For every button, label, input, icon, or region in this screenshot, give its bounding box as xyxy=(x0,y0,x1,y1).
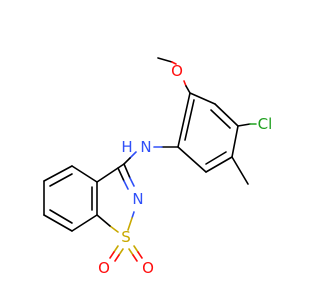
bond-ring-3 xyxy=(231,125,239,158)
bond-o-ring xyxy=(183,80,187,87)
bond-ring-2 xyxy=(214,103,239,127)
bond-nh-c3-colored xyxy=(129,151,137,159)
bond-c-methyl xyxy=(231,156,249,185)
bond-n-s xyxy=(127,217,133,231)
bond-benz-2-inner xyxy=(49,173,73,187)
atom-labels: O Cl N H N S O O xyxy=(98,62,272,277)
bond-c3-n-inner xyxy=(117,167,125,182)
bond-nh-c3 xyxy=(123,157,131,165)
bond-s-c7a-colored xyxy=(109,225,119,233)
bond-ring-2-inner xyxy=(210,109,231,129)
bond-ring-6-inner xyxy=(184,99,195,141)
bond-methyl-o xyxy=(157,57,173,63)
bond-s-c7a xyxy=(96,214,111,227)
bond-ring-4 xyxy=(205,156,233,173)
bond-s-o2-b xyxy=(128,248,134,256)
atom-o-sulfonyl-right: O xyxy=(142,259,154,277)
molecule-structure: O Cl N H N S O O xyxy=(43,57,272,277)
bond-c3-n-inner-colored xyxy=(123,180,129,190)
bond-ring-6 xyxy=(177,92,191,148)
bond-s-o2-a-colored xyxy=(137,251,143,259)
atom-n-amine: N xyxy=(140,138,151,156)
bond-s-o2-b-colored xyxy=(132,254,138,262)
atom-n-ring: N xyxy=(132,190,143,208)
bond-ring-5 xyxy=(177,146,207,173)
bond-c3a-c3 xyxy=(96,163,125,183)
bond-s-o1-a xyxy=(113,245,119,253)
bond-benz-1 xyxy=(71,165,98,183)
atom-h-amine: H xyxy=(121,138,132,156)
bond-s-o2-a xyxy=(133,245,139,253)
bond-s-o1-b-colored xyxy=(114,254,120,262)
bond-c-cl xyxy=(237,123,251,127)
bond-o-ring-c xyxy=(185,85,191,94)
bond-s-o1-b xyxy=(118,248,124,256)
molecule-canvas: O Cl N H N S O O xyxy=(43,57,272,277)
atom-o-methoxy: O xyxy=(171,62,183,80)
atom-o-sulfonyl-left: O xyxy=(98,259,110,277)
bond-benz-5 xyxy=(71,214,98,232)
bond-ring-4-inner xyxy=(205,151,227,165)
bond-c3-n xyxy=(123,163,131,179)
bond-benz-4-inner xyxy=(49,209,73,224)
atom-chlorine: Cl xyxy=(258,115,273,133)
atom-sulfur: S xyxy=(121,228,131,246)
bond-ring-1 xyxy=(189,92,216,105)
bonds xyxy=(43,57,257,262)
bond-methyl-o-colored xyxy=(171,61,177,65)
bond-benz-4 xyxy=(43,214,73,232)
bond-c3-n-colored xyxy=(129,177,135,187)
bond-benz-2 xyxy=(43,165,73,182)
bond-s-o1-a-colored xyxy=(109,251,115,259)
bond-n-s-colored xyxy=(131,211,135,219)
